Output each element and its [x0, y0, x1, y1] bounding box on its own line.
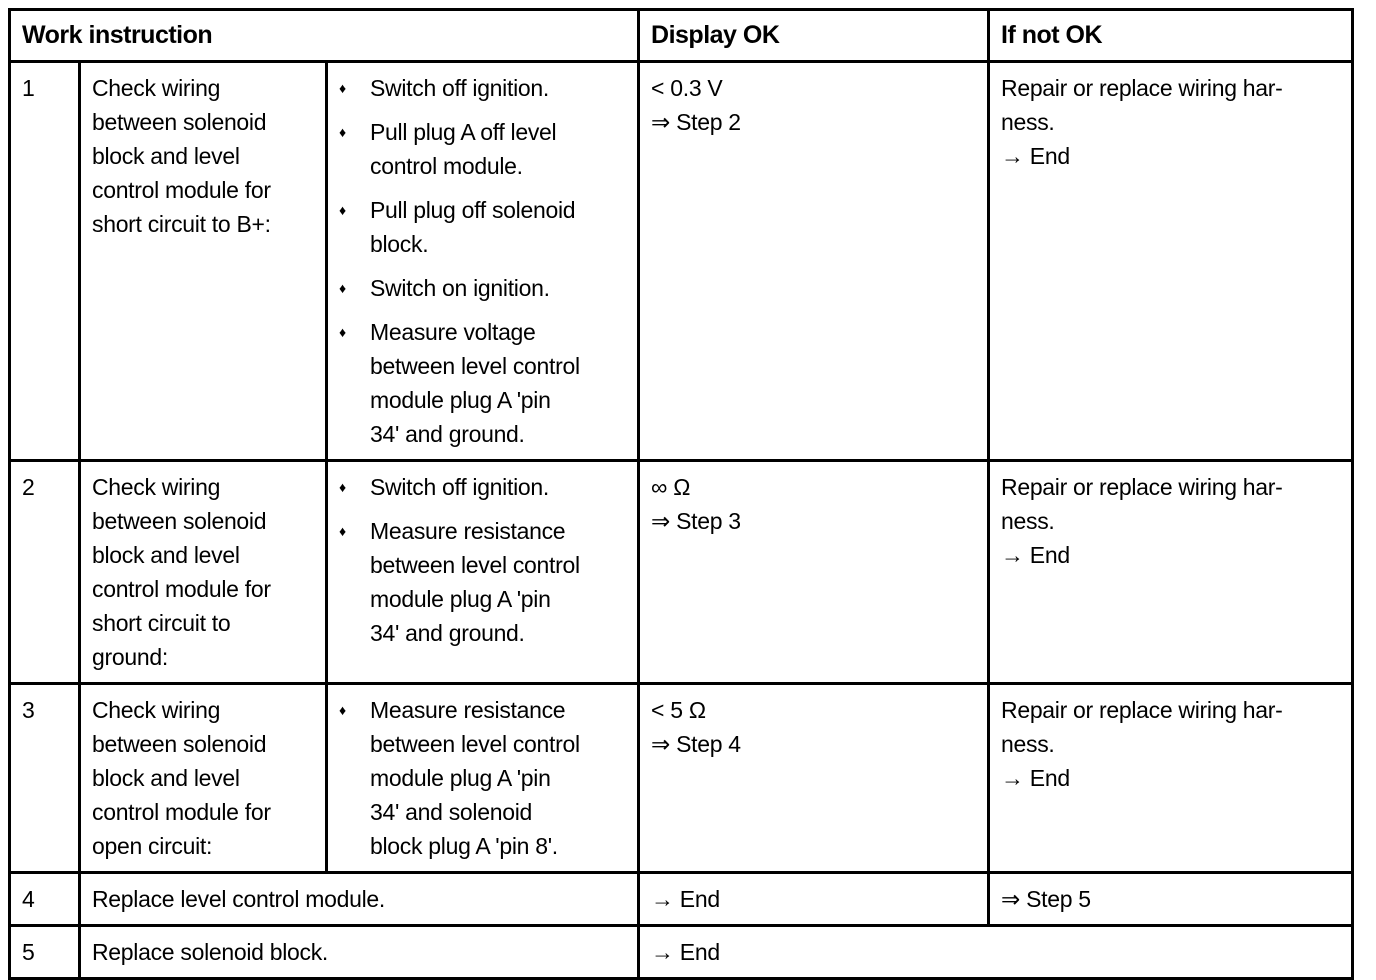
step-text: Switch off ignition. [370, 474, 549, 500]
diagnostic-table: Work instruction Display OK If not OK 1 … [7, 8, 1355, 980]
step-text: Switch on ignition. [370, 275, 550, 301]
if-not-ok-cell: Repair or replace wiring har- ness. → En… [987, 459, 1355, 685]
check-description: Check wiring between solenoid block and … [78, 60, 328, 462]
step-text: Measure voltage between level control mo… [370, 319, 580, 447]
step-number: 1 [8, 60, 81, 462]
header-row: Work instruction Display OK If not OK [7, 8, 1355, 63]
table-row-5: 5 Replace solenoid block. → End [8, 924, 1355, 980]
diamond-bullet-icon: ♦ [339, 324, 346, 340]
step-text: Pull plug A off level control module. [370, 119, 557, 179]
check-description: Check wiring between solenoid block and … [78, 459, 328, 685]
diamond-bullet-icon: ♦ [339, 202, 346, 218]
display-ok-cell: → End [637, 924, 1355, 980]
table-row-3: 3 Check wiring between solenoid block an… [8, 682, 1355, 874]
display-ok-cell: < 5 Ω ⇒ Step 4 [637, 682, 991, 874]
table-row-2: 2 Check wiring between solenoid block an… [8, 459, 1355, 685]
step-number: 3 [8, 682, 81, 874]
step-number: 4 [8, 871, 81, 927]
step-text: Pull plug off solenoid block. [370, 197, 576, 257]
display-ok-cell: < 0.3 V ⇒ Step 2 [637, 60, 991, 462]
work-step: ♦ Measure resistance between level contr… [339, 514, 629, 650]
work-steps-cell: ♦ Measure resistance between level contr… [324, 682, 641, 874]
work-step: ♦ Switch off ignition. [339, 470, 629, 504]
header-if-not-ok: If not OK [987, 8, 1355, 63]
if-not-ok-cell: Repair or replace wiring har- ness. → En… [987, 682, 1355, 874]
work-step: ♦ Measure voltage between level control … [339, 315, 629, 451]
if-not-ok-cell: ⇒ Step 5 [987, 871, 1355, 927]
header-display-ok: Display OK [637, 8, 991, 63]
work-step: ♦ Switch off ignition. [339, 71, 629, 105]
check-description: Check wiring between solenoid block and … [78, 682, 328, 874]
instruction-cell: Replace level control module. [77, 871, 641, 927]
work-step: ♦ Measure resistance between level contr… [339, 693, 629, 863]
diamond-bullet-icon: ♦ [339, 80, 346, 96]
diamond-bullet-icon: ♦ [339, 479, 346, 495]
table-row-1: 1 Check wiring between solenoid block an… [8, 60, 1355, 462]
display-ok-cell: → End [637, 871, 991, 927]
display-ok-cell: ∞ Ω ⇒ Step 3 [637, 459, 991, 685]
step-number: 2 [8, 459, 81, 685]
if-not-ok-cell: Repair or replace wiring har- ness. → En… [987, 60, 1355, 462]
work-step: ♦ Switch on ignition. [339, 271, 629, 305]
step-text: Switch off ignition. [370, 75, 549, 101]
work-step: ♦ Pull plug off solenoid block. [339, 193, 629, 261]
work-steps-cell: ♦ Switch off ignition. ♦ Pull plug A off… [324, 60, 641, 462]
header-work-instruction: Work instruction [7, 8, 641, 63]
step-text: Measure resistance between level control… [370, 518, 580, 646]
diamond-bullet-icon: ♦ [339, 702, 346, 718]
diamond-bullet-icon: ♦ [339, 523, 346, 539]
work-steps-cell: ♦ Switch off ignition. ♦ Measure resista… [324, 459, 641, 685]
diamond-bullet-icon: ♦ [339, 124, 346, 140]
table-row-4: 4 Replace level control module. → End ⇒ … [8, 871, 1355, 927]
diamond-bullet-icon: ♦ [339, 280, 346, 296]
step-number: 5 [8, 924, 81, 980]
instruction-cell: Replace solenoid block. [77, 924, 641, 980]
step-text: Measure resistance between level control… [370, 697, 580, 859]
work-step: ♦ Pull plug A off level control module. [339, 115, 629, 183]
document-page: Work instruction Display OK If not OK 1 … [7, 8, 1355, 980]
